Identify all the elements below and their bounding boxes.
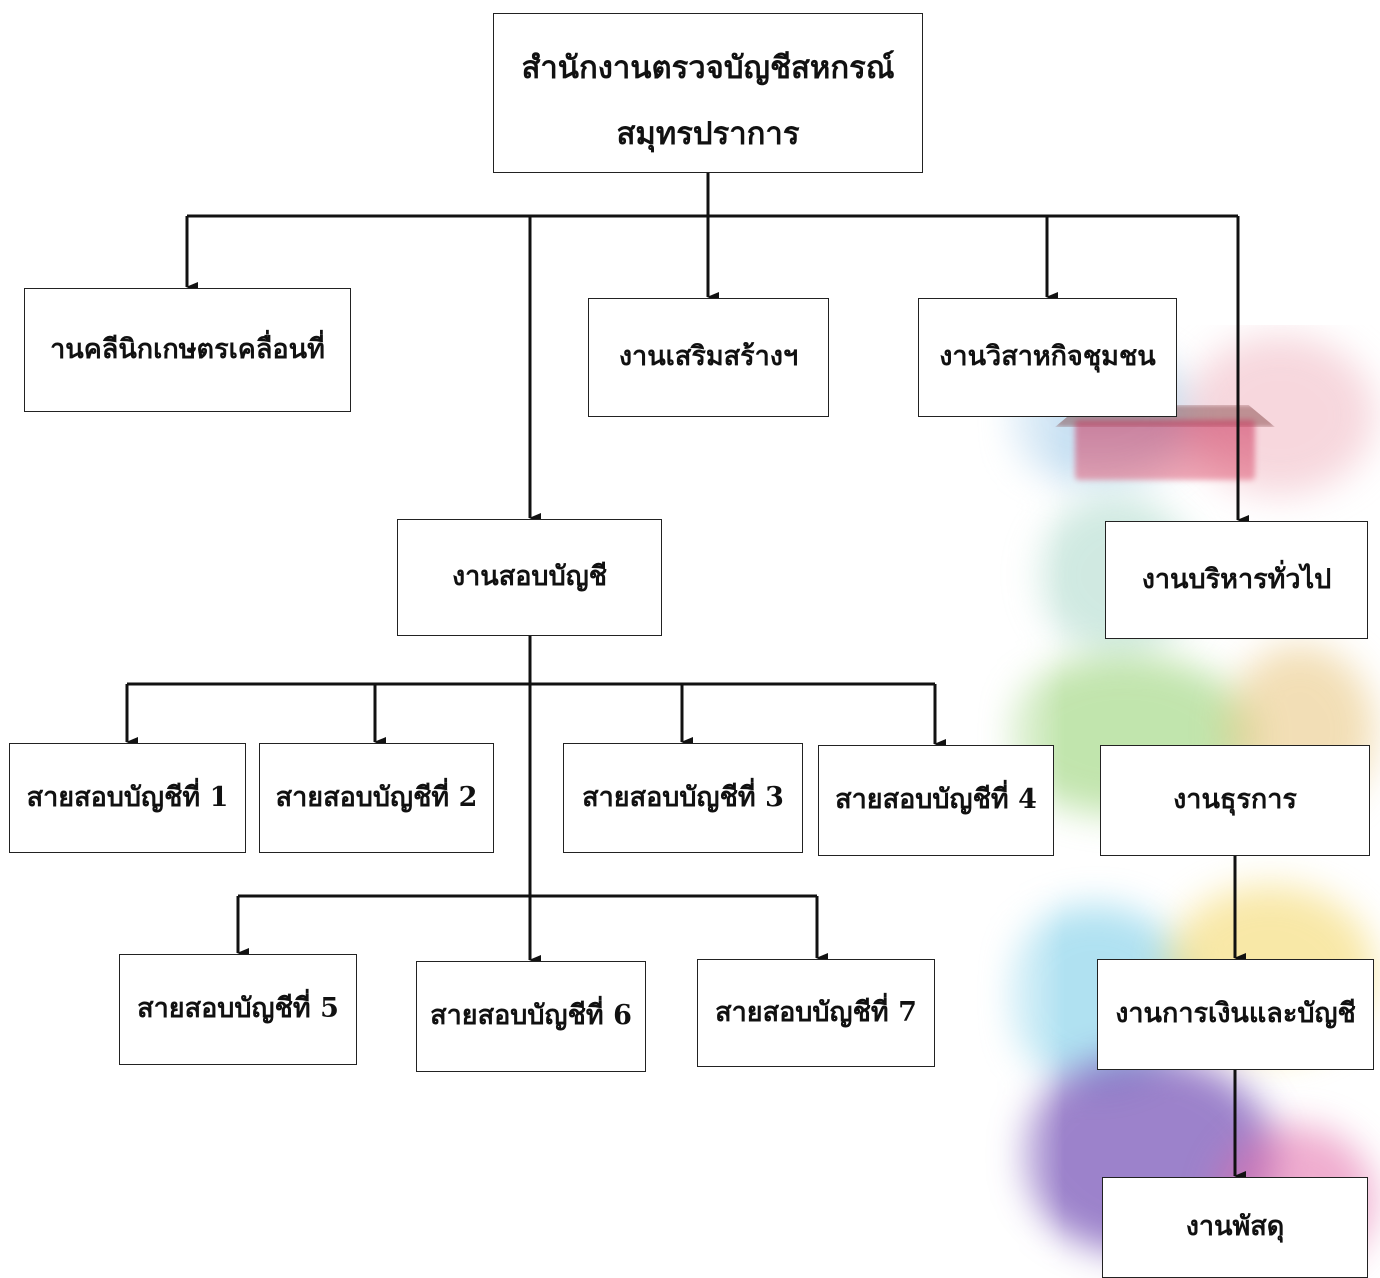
audit-line-5-box: สายสอบบัญชีที่ 5 [119,954,357,1065]
admin-clerical-box: งานธุรการ [1100,745,1370,856]
unit-mobile-clinic-box: านคลีนิกเกษตรเคลื่อนที่ [24,288,351,412]
unit-community-enterprise-box: งานวิสาหกิจชุมชน [918,298,1177,417]
root-office-box: สำนักงานตรวจบัญชีสหกรณ์ สมุทรปราการ [493,13,923,173]
audit-line-4-box: สายสอบบัญชีที่ 4 [818,745,1054,856]
root-title-line2: สมุทรปราการ [616,116,800,153]
gate-shape [1075,420,1255,480]
audit-line-1-box: สายสอบบัญชีที่ 1 [9,743,246,853]
audit-line-6-box: สายสอบบัญชีที่ 6 [416,961,646,1072]
unit-general-admin-box: งานบริหารทั่วไป [1105,521,1368,639]
audit-line-2-box: สายสอบบัญชีที่ 2 [259,743,494,853]
root-title-line1: สำนักงานตรวจบัญชีสหกรณ์ [521,50,895,87]
unit-strengthen-box: งานเสริมสร้างฯ [588,298,829,417]
admin-supplies-box: งานพัสดุ [1102,1177,1368,1278]
unit-audit-box: งานสอบบัญชี [397,519,662,636]
audit-line-3-box: สายสอบบัญชีที่ 3 [563,743,803,853]
audit-line-7-box: สายสอบบัญชีที่ 7 [697,959,935,1067]
admin-finance-accounting-box: งานการเงินและบัญชี [1097,959,1374,1070]
